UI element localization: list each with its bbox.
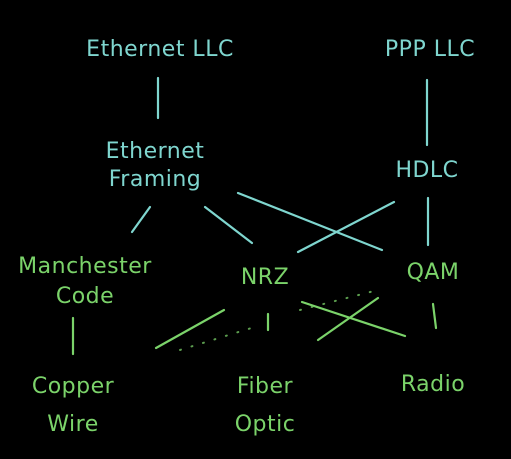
link-nrz-to-radio (300, 300, 407, 338)
node-nrz: NRZ (215, 265, 315, 291)
link-nrz-to-copper (154, 308, 226, 350)
ppp-llc-label: PPP LLC (384, 37, 476, 62)
node-ethernet-llc: Ethernet LLC (80, 37, 240, 63)
qam-label: QAM (406, 260, 460, 285)
copper-wire-label-line-2: Wire (47, 412, 99, 437)
hdlc-label: HDLC (395, 158, 459, 183)
node-ethernet-framing: Ethernet Framing (85, 138, 225, 194)
link-ethernet-framing-to-manchester (130, 205, 152, 234)
link-qam-to-radio (431, 302, 438, 330)
manchester-code-label-line-2: Code (55, 284, 115, 309)
node-copper-wire: Copper Wire (8, 368, 138, 444)
link-ethernet-framing-to-qam (236, 191, 384, 252)
link-qam-to-fiber (316, 296, 380, 342)
node-qam: QAM (378, 260, 488, 286)
node-radio: Radio (378, 372, 488, 398)
node-fiber-optic: Fiber Optic (210, 368, 320, 444)
fiber-optic-label-line-2: Optic (234, 412, 296, 437)
node-manchester-code: Manchester Code (10, 252, 160, 312)
copper-wire-label-line-1: Copper (31, 374, 115, 399)
node-hdlc: HDLC (372, 158, 482, 184)
ethernet-framing-label-line-2: Framing (108, 167, 202, 192)
link-hdlc-to-nrz (296, 200, 396, 254)
manchester-code-label-line-1: Manchester (18, 254, 152, 279)
fiber-optic-label-line-1: Fiber (236, 374, 294, 399)
dotted-link-copper-fiber (179, 325, 259, 351)
nrz-label: NRZ (240, 265, 290, 290)
radio-label: Radio (400, 372, 466, 397)
ethernet-framing-label-line-1: Ethernet (105, 139, 205, 164)
dotted-link-fiber-radio (299, 289, 379, 311)
ethernet-llc-label: Ethernet LLC (86, 37, 234, 62)
link-ethernet-framing-to-nrz (203, 205, 254, 245)
node-ppp-llc: PPP LLC (360, 37, 500, 63)
